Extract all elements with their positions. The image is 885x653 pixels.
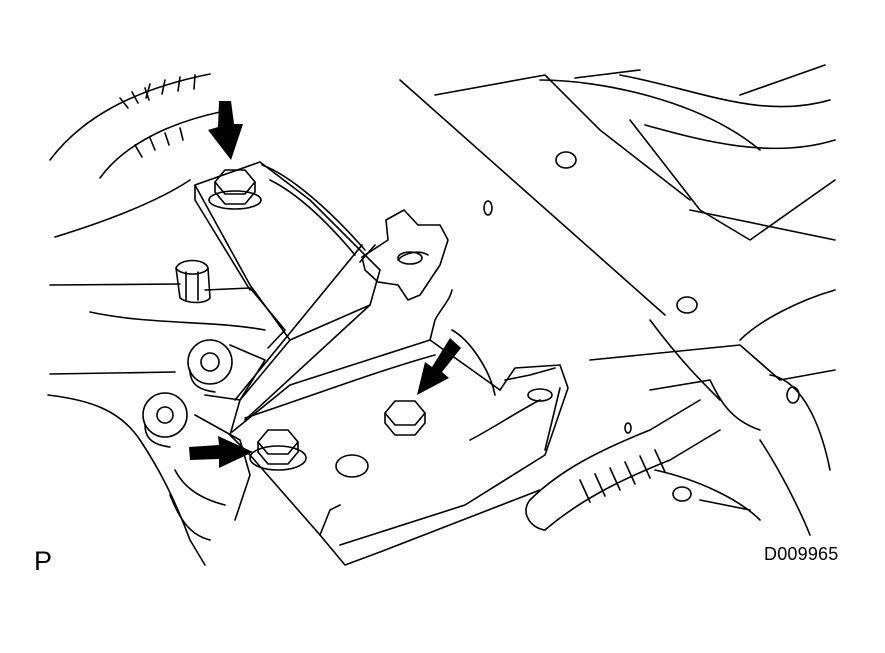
stud-bolt-left <box>175 259 211 304</box>
bolt-top-left <box>208 169 262 210</box>
arrow-down-left-icon <box>417 338 461 395</box>
body-panel-upper-left <box>49 73 221 238</box>
round-bracket-upper <box>187 339 233 393</box>
drawing-code-label: D009965 <box>764 544 839 564</box>
bolt-bottom-left <box>249 429 307 471</box>
exhaust-pipe <box>525 399 721 531</box>
arrow-down-icon <box>208 101 243 160</box>
left-frame-structure <box>47 283 286 566</box>
floor-holes <box>483 151 800 502</box>
round-bracket-lower <box>142 392 188 448</box>
view-letter-label: P <box>34 546 53 576</box>
mounting-bracket <box>194 161 569 566</box>
arrow-right-icon <box>189 436 253 468</box>
bolt-center <box>384 400 426 436</box>
floor-panel-right <box>399 64 836 536</box>
